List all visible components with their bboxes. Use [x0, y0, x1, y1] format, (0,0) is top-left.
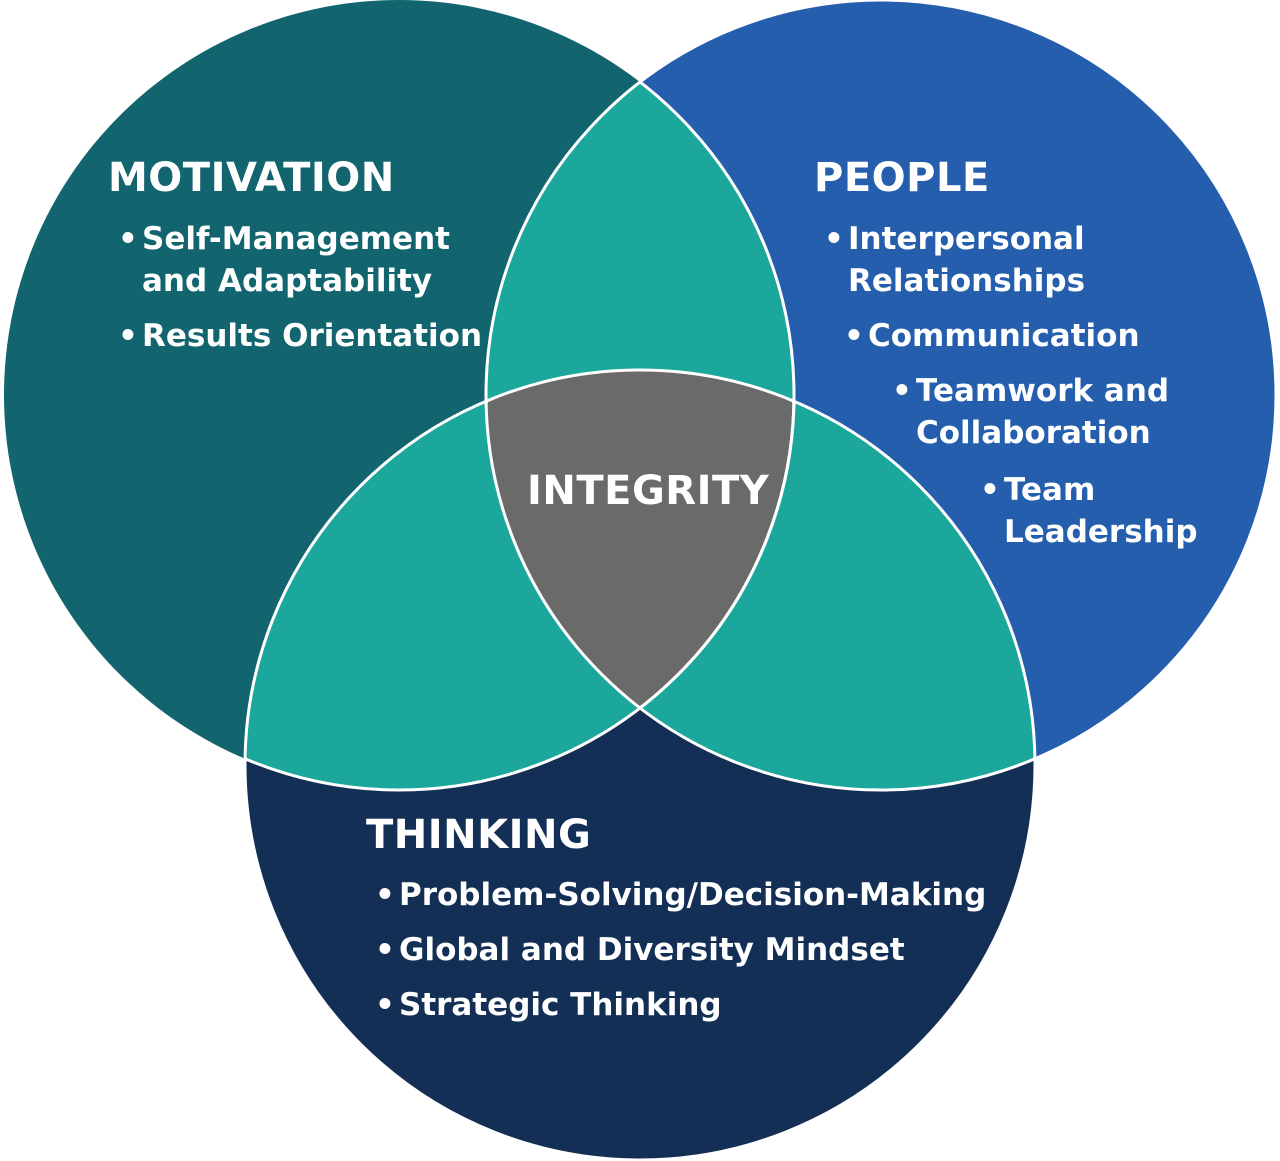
people-item: •Interpersonal Relationships	[824, 221, 1086, 299]
thinking-item: •Global and Diversity Mindset	[375, 932, 905, 968]
people-item: •Team Leadership	[980, 472, 1198, 550]
motivation-title: MOTIVATION	[108, 155, 395, 201]
thinking-title: THINKING	[366, 812, 592, 858]
thinking-item: •Problem-Solving/Decision-Making	[375, 877, 987, 913]
motivation-outline	[486, 0, 796, 790]
thinking-outline	[243, 368, 1037, 1161]
motivation-item: •Self-Management and Adaptability	[118, 221, 450, 299]
integrity-label: INTEGRITY	[527, 468, 770, 514]
people-item: •Teamwork and Collaboration	[892, 373, 1170, 451]
people-outline	[484, 0, 1278, 792]
thinking-item: •Strategic Thinking	[375, 987, 722, 1023]
motivation-item: •Results Orientation	[118, 318, 483, 354]
integrity-center-region	[486, 370, 794, 790]
people-title: PEOPLE	[814, 155, 990, 201]
people-item: •Communication	[844, 318, 1140, 354]
